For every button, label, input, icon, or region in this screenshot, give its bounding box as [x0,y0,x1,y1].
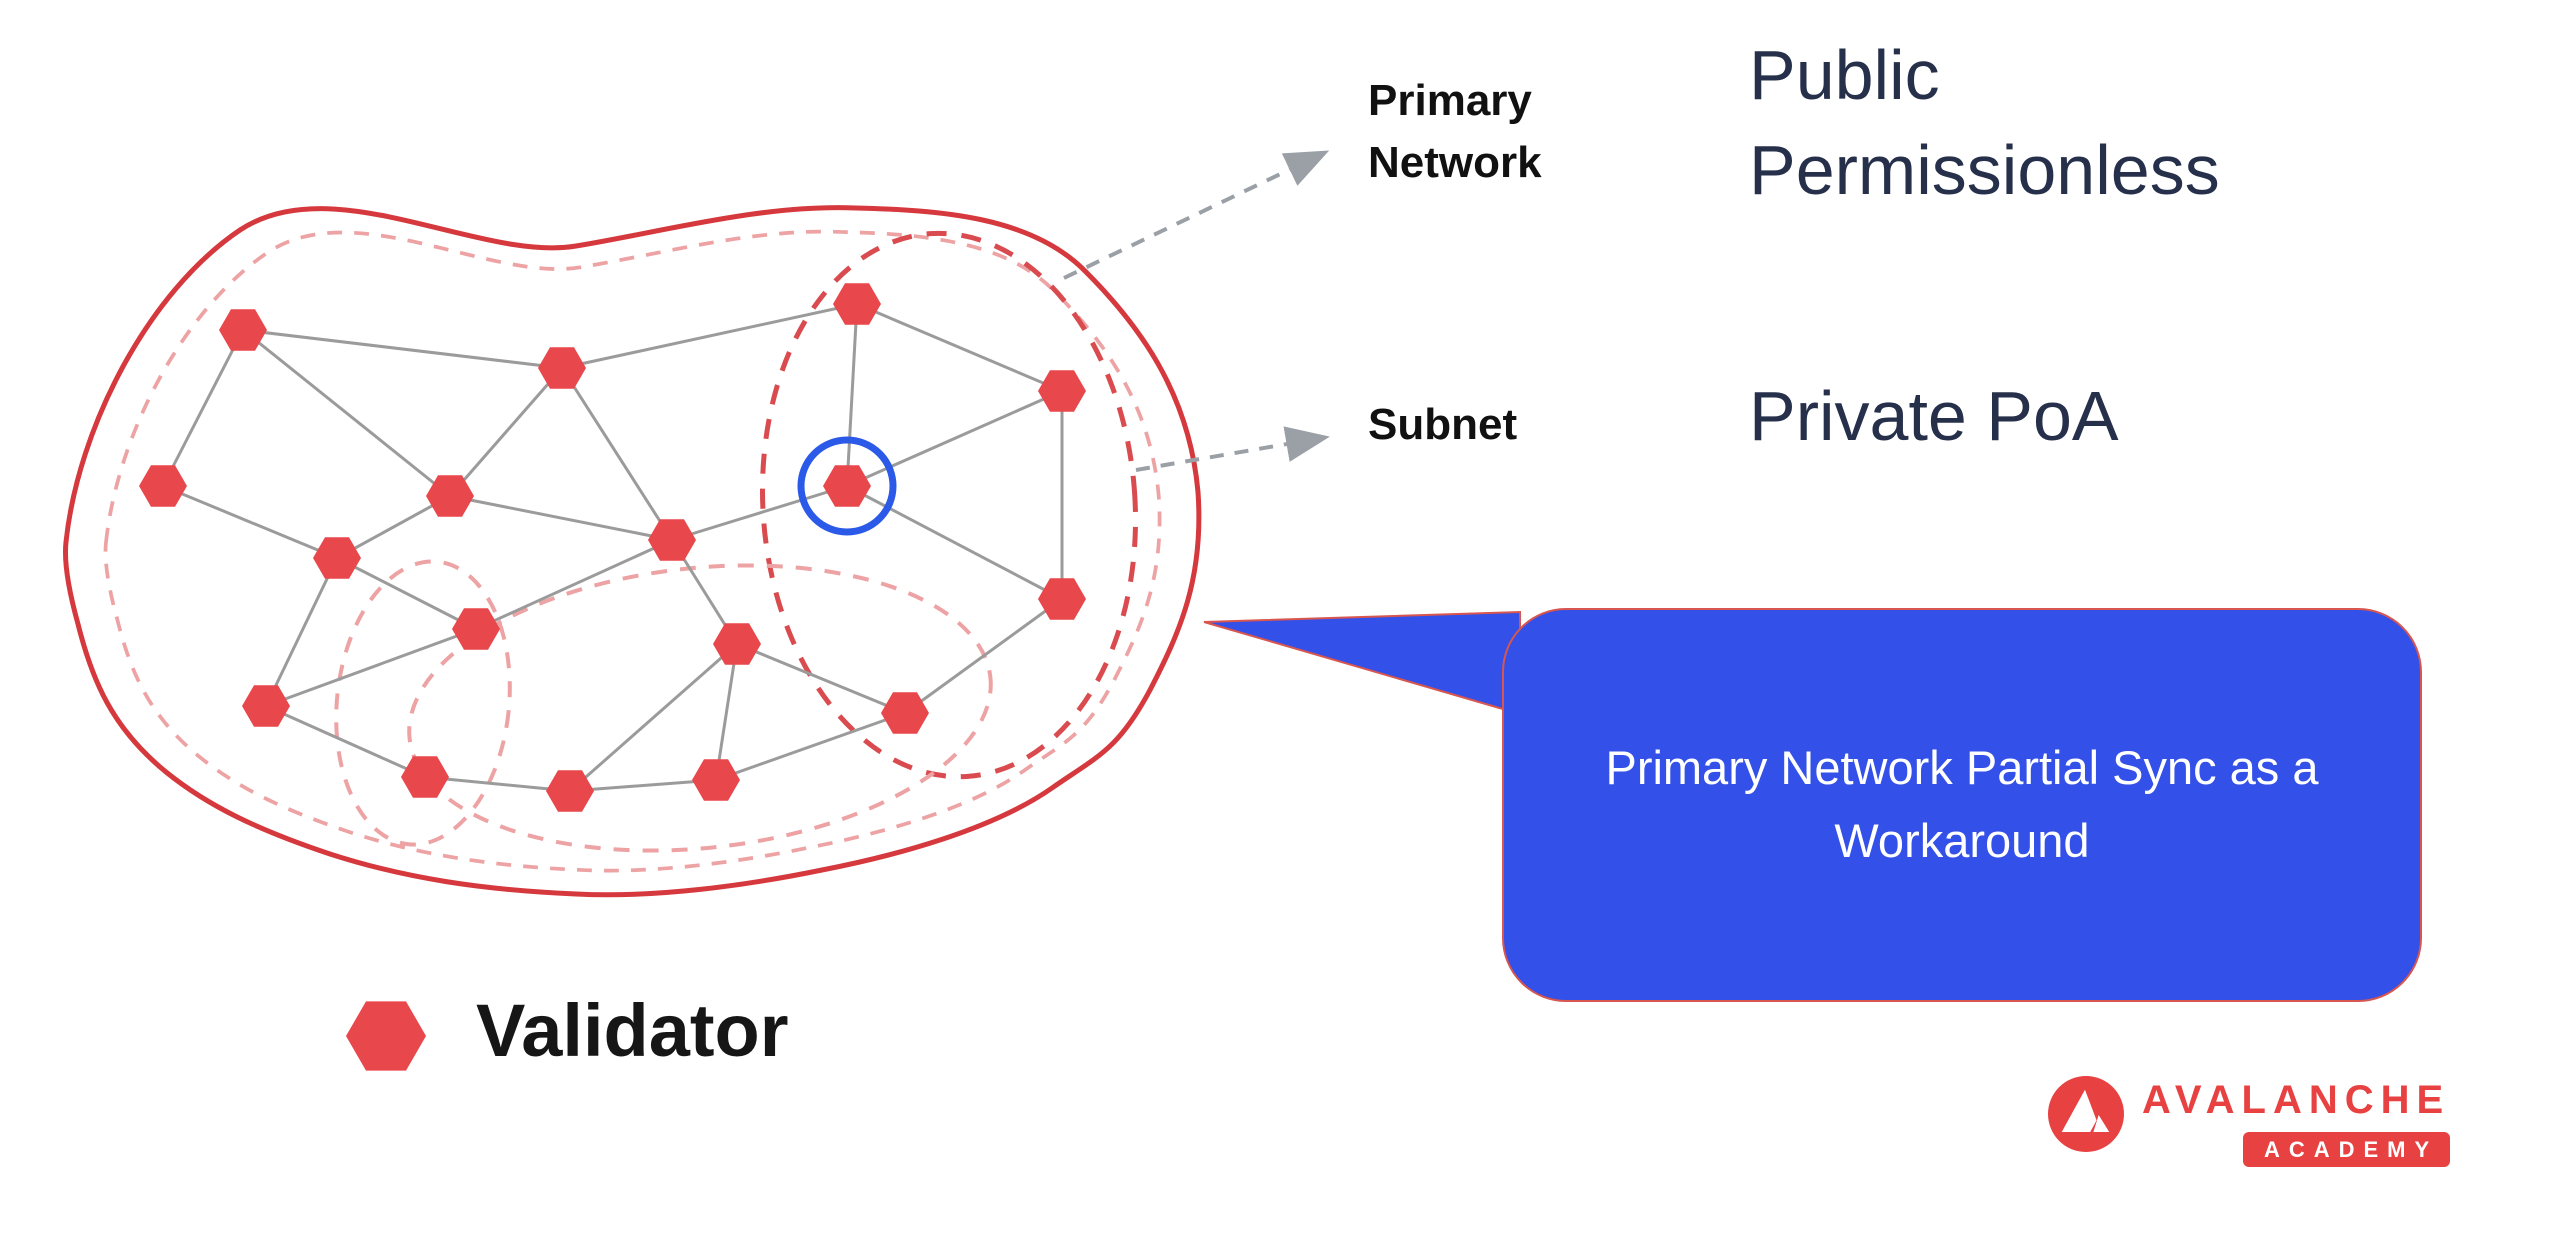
callout-text: Primary Network Partial Sync as a Workar… [1605,741,2319,867]
validator-node-icon [242,685,290,727]
private-poa-text: Private PoA [1749,377,2119,455]
subnet-ellipses [334,230,1139,853]
highlighted-validator-ring [797,436,897,536]
validator-node-icon [219,309,267,351]
academy-badge: ACADEMY [2242,1132,2451,1167]
logo-text-block: AVALANCHE ACADEMY [2142,1076,2451,1167]
primary-network-label: Primary Network [1368,76,1542,187]
validator-node-icon [1038,370,1086,412]
inner-subnet-outline [103,229,1162,873]
subnet-label: Subnet [1368,400,1518,449]
validator-node-icon [401,756,449,798]
subnet-ellipse [759,230,1139,780]
primary-network-outline [63,205,1202,898]
logo-mountain-left [2061,1089,2097,1132]
subnet-ellipse [334,559,512,847]
avalanche-logo-icon [2048,1076,2124,1152]
validator-node-icon [692,759,740,801]
validator-node-icon [426,475,474,517]
validator-node-icon [538,347,586,389]
callout-bubble: Primary Network Partial Sync as a Workar… [1502,608,2422,1002]
validator-node-icon [833,283,881,325]
validator-node-icon [1038,578,1086,620]
validator-node-icon [881,692,929,734]
validator-legend-label: Validator [476,989,789,1072]
brand-name: AVALANCHE [2142,1078,2451,1122]
avalanche-academy-logo: AVALANCHE ACADEMY [2048,1076,2451,1167]
validator-node-icon [648,519,696,561]
validator-node-icon [452,608,500,650]
validator-node-icon [713,623,761,665]
validator-node-icon [313,537,361,579]
validator-nodes [139,283,1086,812]
validator-node-icon [546,770,594,812]
legend-validator-icon [346,1001,426,1071]
network-edges [161,302,1064,793]
validator-node-icon [139,465,187,507]
validator-node-icon [823,465,871,507]
annotation-arrows [1063,150,1330,472]
subnet-ellipse [407,563,993,853]
public-permissionless-text: Public Permissionless [1749,36,2220,209]
callout-tail [1203,610,1521,716]
